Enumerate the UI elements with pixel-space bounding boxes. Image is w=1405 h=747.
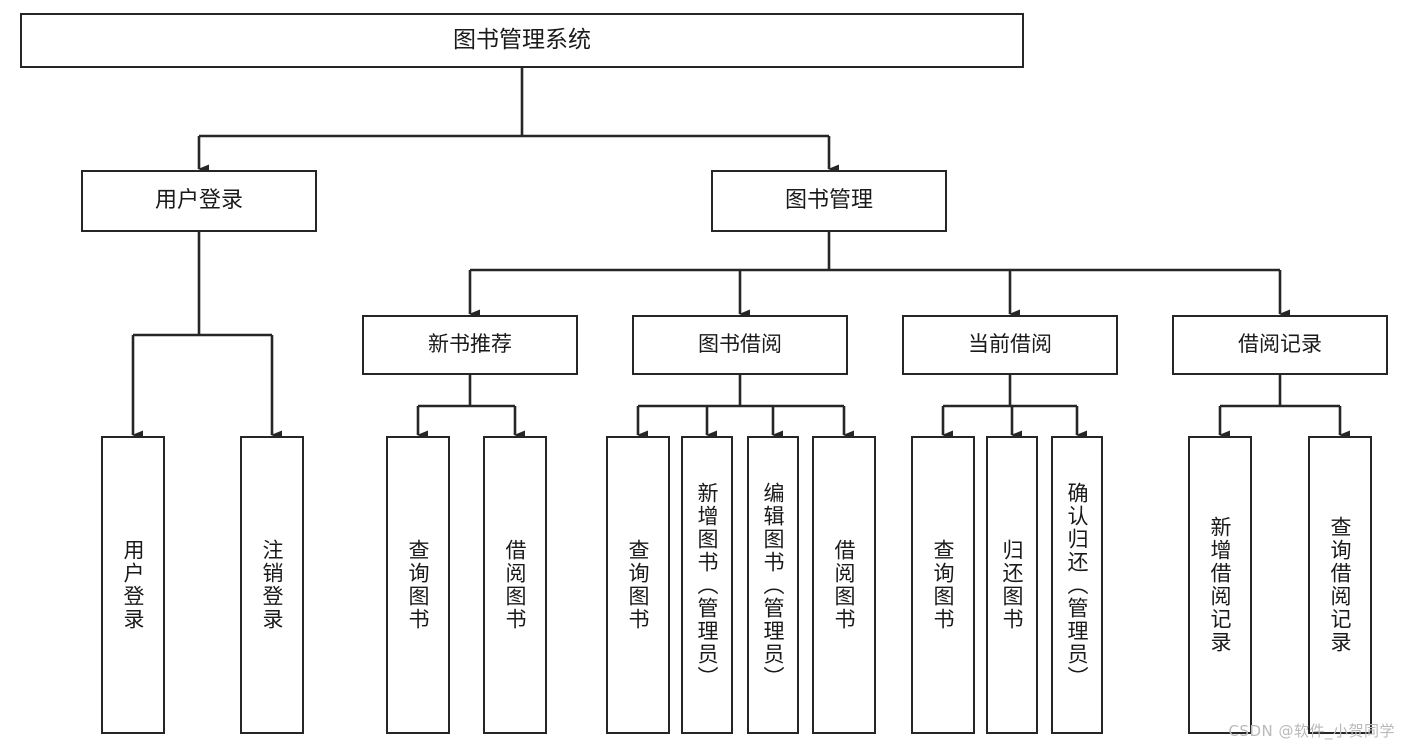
- node-label-user_login: 用户登录: [154, 187, 243, 213]
- node-leaf_cb_return[interactable]: 归还图书: [986, 436, 1038, 734]
- node-label-leaf_br_query: 查询借阅记录: [1328, 516, 1353, 654]
- node-label-leaf_cb_return: 归还图书: [1000, 539, 1025, 631]
- node-label-borrow_record: 借阅记录: [1238, 332, 1322, 357]
- node-label-new_book_rec: 新书推荐: [428, 332, 512, 357]
- node-leaf_cb_confirm[interactable]: 确认归还（管理员）: [1051, 436, 1103, 734]
- node-cur_borrow[interactable]: 当前借阅: [902, 315, 1118, 375]
- node-label-leaf_bb_query: 查询图书: [626, 539, 651, 631]
- node-leaf_bb_edit[interactable]: 编辑图书（管理员）: [747, 436, 799, 734]
- node-user_login[interactable]: 用户登录: [81, 170, 317, 232]
- node-label-leaf_nb_query: 查询图书: [406, 539, 431, 631]
- node-label-leaf_user_login: 用户登录: [121, 539, 146, 631]
- node-leaf_br_query[interactable]: 查询借阅记录: [1308, 436, 1372, 734]
- node-leaf_bb_borrow[interactable]: 借阅图书: [812, 436, 876, 734]
- node-leaf_cb_query[interactable]: 查询图书: [911, 436, 975, 734]
- node-leaf_nb_query[interactable]: 查询图书: [386, 436, 450, 734]
- node-label-root: 图书管理系统: [453, 26, 591, 53]
- node-label-book_mgmt: 图书管理: [784, 187, 873, 213]
- node-leaf_bb_query[interactable]: 查询图书: [606, 436, 670, 734]
- node-label-leaf_br_add: 新增借阅记录: [1208, 516, 1233, 654]
- node-label-leaf_bb_borrow: 借阅图书: [832, 539, 857, 631]
- node-book_borrow[interactable]: 图书借阅: [632, 315, 848, 375]
- node-leaf_user_logout[interactable]: 注销登录: [240, 436, 304, 734]
- node-label-leaf_bb_edit: 编辑图书（管理员）: [761, 481, 786, 689]
- node-label-leaf_bb_add: 新增图书（管理员）: [695, 481, 720, 689]
- node-label-book_borrow: 图书借阅: [698, 332, 782, 357]
- node-leaf_br_add[interactable]: 新增借阅记录: [1188, 436, 1252, 734]
- node-label-leaf_user_logout: 注销登录: [260, 539, 285, 631]
- node-leaf_bb_add[interactable]: 新增图书（管理员）: [681, 436, 733, 734]
- node-book_mgmt[interactable]: 图书管理: [711, 170, 947, 232]
- node-label-cur_borrow: 当前借阅: [968, 332, 1052, 357]
- node-leaf_user_login[interactable]: 用户登录: [101, 436, 165, 734]
- edge-paths: [131, 68, 1350, 440]
- node-label-leaf_cb_confirm: 确认归还（管理员）: [1065, 481, 1090, 689]
- node-new_book_rec[interactable]: 新书推荐: [362, 315, 578, 375]
- node-label-leaf_nb_borrow: 借阅图书: [503, 539, 528, 631]
- node-root[interactable]: 图书管理系统: [20, 13, 1024, 68]
- node-leaf_nb_borrow[interactable]: 借阅图书: [483, 436, 547, 734]
- node-borrow_record[interactable]: 借阅记录: [1172, 315, 1388, 375]
- node-label-leaf_cb_query: 查询图书: [931, 539, 956, 631]
